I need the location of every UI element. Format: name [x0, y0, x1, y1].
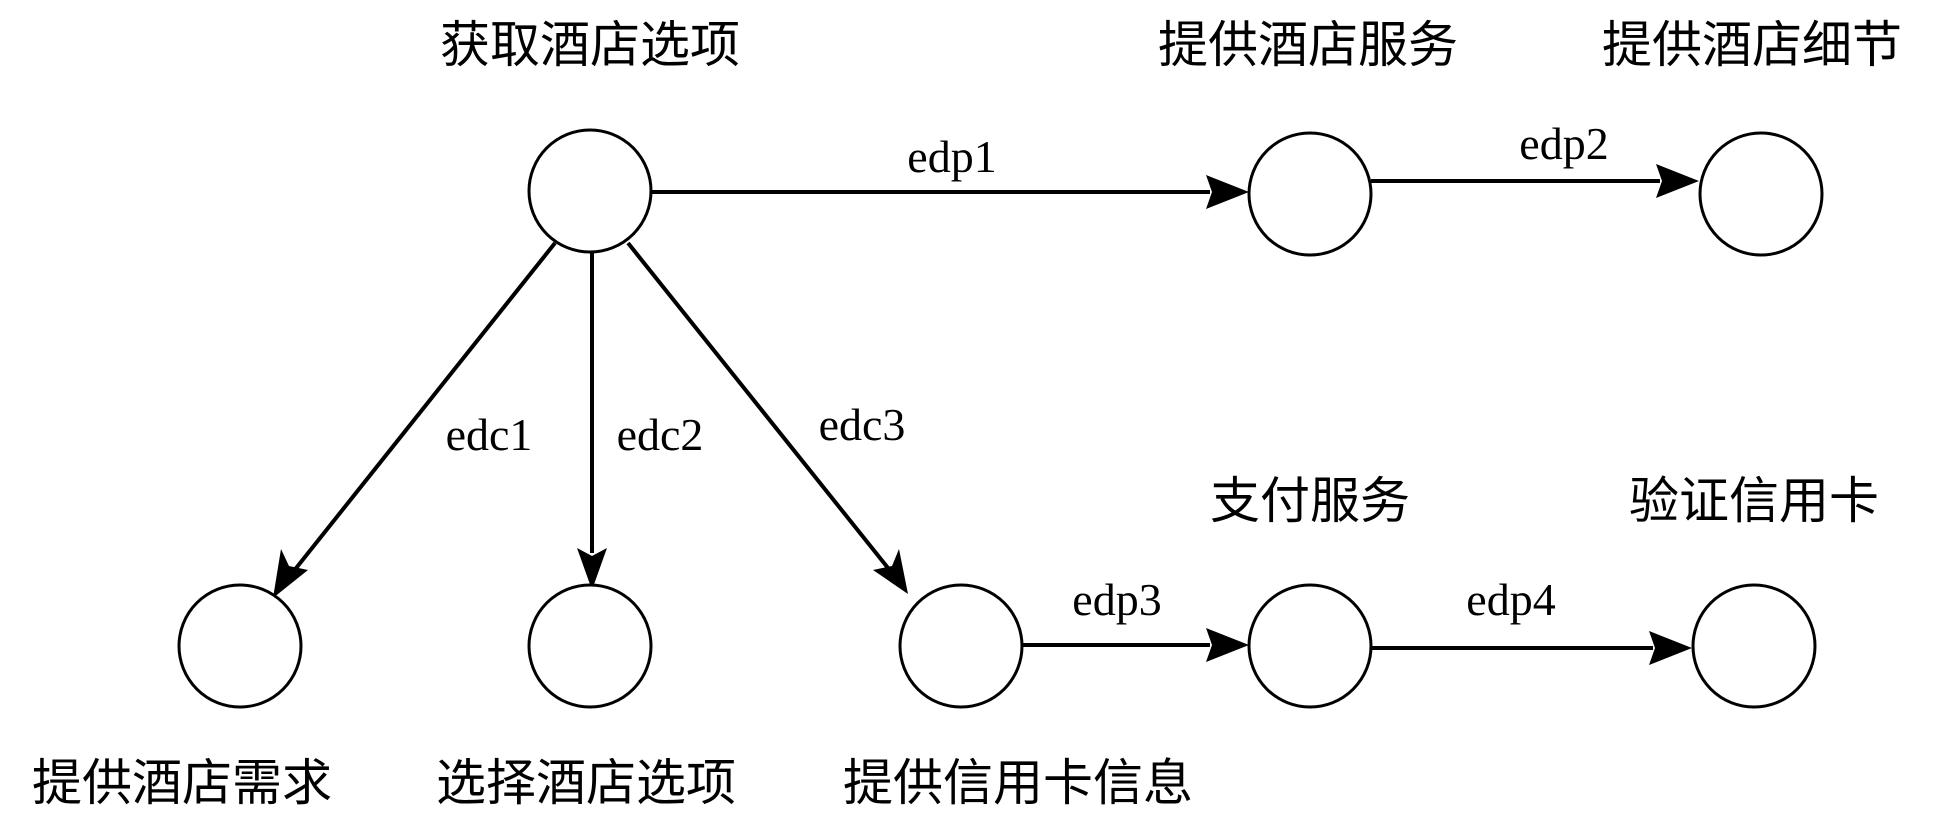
label-provide-hotel-service: 提供酒店服务: [1158, 16, 1458, 74]
edge-edp4: [1371, 631, 1692, 665]
edge-edc3-arrowhead: [873, 549, 908, 594]
label-edp4: edp4: [1466, 574, 1555, 625]
node-verify-credit-card: [1691, 583, 1817, 709]
label-edc1: edc1: [446, 409, 533, 460]
label-edp1: edp1: [907, 131, 996, 182]
edge-edp2-arrowhead: [1656, 164, 1699, 198]
node-provide-hotel-details: [1698, 131, 1824, 257]
label-edp2: edp2: [1519, 118, 1608, 169]
node-payment-service: [1247, 583, 1373, 709]
label-edc3: edc3: [819, 399, 906, 450]
edge-edp4-arrowhead: [1649, 631, 1692, 665]
edge-edc3: [626, 241, 908, 594]
node-provide-hotel-requirements: [177, 583, 303, 709]
edge-edc2-arrowhead: [577, 548, 607, 590]
label-get-hotel-options: 获取酒店选项: [440, 16, 740, 74]
edge-edp3: [1022, 628, 1249, 662]
edge-edp3-arrowhead: [1206, 628, 1249, 662]
node-provide-hotel-service: [1247, 131, 1373, 257]
edge-edc2: [577, 252, 607, 590]
node-select-hotel-option: [527, 583, 653, 709]
label-payment-service: 支付服务: [1210, 472, 1410, 530]
node-get-hotel-options: [527, 128, 653, 254]
edge-edp2: [1371, 164, 1699, 198]
label-edp3: edp3: [1072, 574, 1161, 625]
edge-edc1-line: [291, 241, 557, 574]
node-provide-credit-card-info: [898, 583, 1024, 709]
label-select-hotel-option: 选择酒店选项: [436, 754, 736, 812]
label-provide-credit-card-info: 提供信用卡信息: [843, 754, 1193, 812]
edge-edc3-line: [626, 241, 890, 570]
label-verify-credit-card: 验证信用卡: [1629, 472, 1879, 530]
edge-edp1: [652, 175, 1249, 209]
label-provide-hotel-details: 提供酒店细节: [1602, 16, 1902, 74]
edge-edp1-arrowhead: [1206, 175, 1249, 209]
edge-edc1: [273, 241, 557, 598]
edge-edc1-arrowhead: [273, 549, 308, 598]
label-provide-hotel-requirements: 提供酒店需求: [32, 754, 332, 812]
label-edc2: edc2: [617, 409, 704, 460]
